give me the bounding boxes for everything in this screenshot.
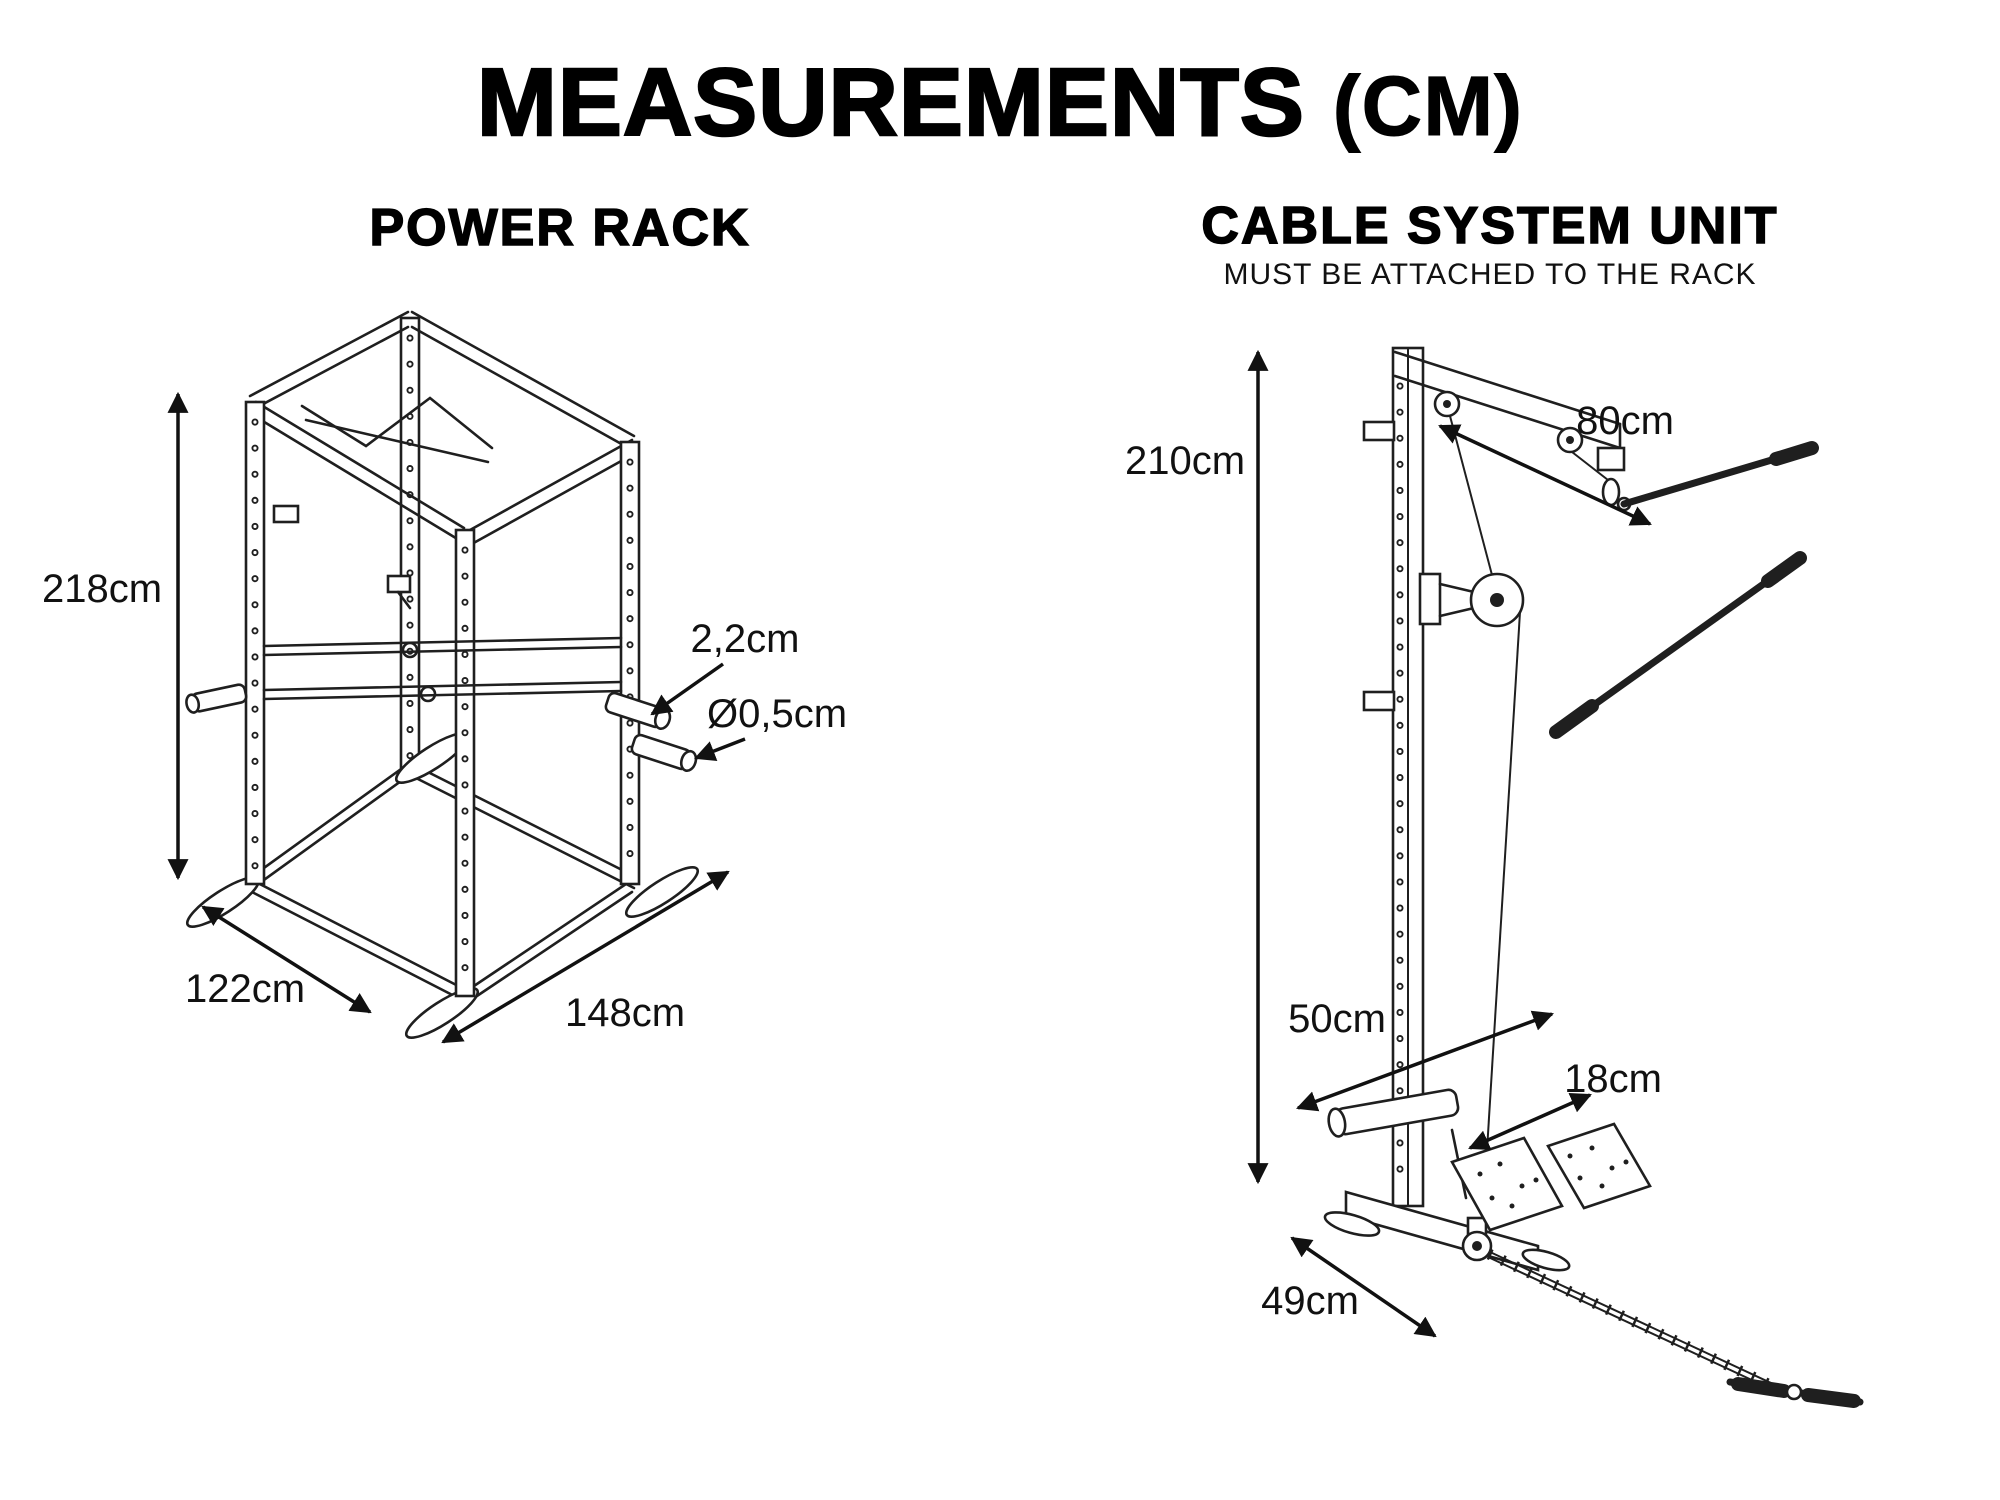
beam-end-bracket <box>1596 446 1626 472</box>
dim-rack-height: 218cm <box>42 391 189 881</box>
dim-rack-width: 148cm <box>441 870 730 1044</box>
cable-unit-drawing <box>1323 346 1864 1408</box>
lat-bar <box>1549 551 1807 739</box>
dim-rack-width-arrow <box>441 870 730 1044</box>
dim-top-depth: 80cm <box>1438 399 1674 526</box>
dim-peg-length: 2,2cm <box>650 617 800 716</box>
cable-unit-note: MUST BE ATTACHED TO THE RACK <box>1223 258 1757 291</box>
cables <box>1449 415 1609 1233</box>
dim-cable-height-label: 210cm <box>1125 439 1245 483</box>
dim-hole-diameter-label: Ø0,5cm <box>707 692 847 736</box>
rack-clamp-lower <box>1362 690 1396 712</box>
rack-bottom-frame <box>248 762 636 1004</box>
page-title: MEASUREMENTS (CM) <box>0 48 2000 158</box>
dim-plate-width: 18cm <box>1468 1057 1662 1150</box>
rack-top-frame <box>248 310 636 547</box>
pullup-bar <box>300 396 494 464</box>
upper-pull-bar <box>1616 441 1819 512</box>
dim-base-width-arrow <box>1290 1236 1437 1338</box>
rack-front-post <box>454 528 476 998</box>
dim-plate-width-arrow <box>1468 1093 1592 1150</box>
cable-unit-illustration: 210cm 80cm 50cm 18cm 49cm <box>1125 346 1864 1408</box>
cable-base <box>1323 1190 1571 1272</box>
rack-right-post <box>619 440 641 886</box>
power-rack-illustration: 218cm 122cm 148cm 2,2cm Ø0,5cm <box>42 310 847 1044</box>
column-pulley <box>1418 572 1525 628</box>
dim-peg-length-arrow <box>650 662 725 716</box>
dim-plate-width-label: 18cm <box>1564 1057 1662 1101</box>
dim-cable-height: 210cm <box>1125 349 1269 1185</box>
dim-base-depth: 50cm <box>1288 997 1554 1112</box>
dim-hole-diameter: Ø0,5cm <box>694 692 847 761</box>
dim-base-width-label: 49cm <box>1261 1279 1359 1323</box>
rack-left-post <box>244 400 266 886</box>
safety-bars <box>262 636 623 703</box>
dim-base-width: 49cm <box>1261 1236 1437 1338</box>
carabiner <box>1601 477 1621 507</box>
dim-rack-width-label: 148cm <box>565 991 685 1035</box>
row-rope <box>1486 1249 1788 1397</box>
j-hooks <box>272 504 412 610</box>
dim-base-depth-arrow <box>1296 1010 1554 1112</box>
dim-rack-depth-label: 122cm <box>185 967 305 1011</box>
left-peg <box>185 683 248 714</box>
dim-rack-depth: 122cm <box>185 905 372 1014</box>
dim-rack-height-label: 218cm <box>42 567 162 611</box>
cable-column <box>1362 346 1425 1208</box>
foot-plates <box>1450 1122 1652 1232</box>
rack-back-post <box>399 316 421 772</box>
dim-top-depth-arrow <box>1438 424 1652 526</box>
right-peg-lower <box>630 733 698 773</box>
power-rack-heading: POWER RACK <box>369 198 751 258</box>
cable-unit-heading: CABLE SYSTEM UNIT <box>1201 196 1779 256</box>
dim-top-depth-label: 80cm <box>1576 399 1674 443</box>
rack-clamp-upper <box>1362 420 1396 442</box>
dim-base-depth-label: 50cm <box>1288 997 1386 1041</box>
dim-hole-diameter-arrow <box>694 737 746 761</box>
page-title-unit: (CM) <box>1332 59 1524 154</box>
page-title-main: MEASUREMENTS <box>476 48 1306 158</box>
t-handle <box>1726 1377 1864 1408</box>
dim-rack-depth-arrow <box>201 905 372 1014</box>
dim-peg-length-label: 2,2cm <box>691 617 800 661</box>
